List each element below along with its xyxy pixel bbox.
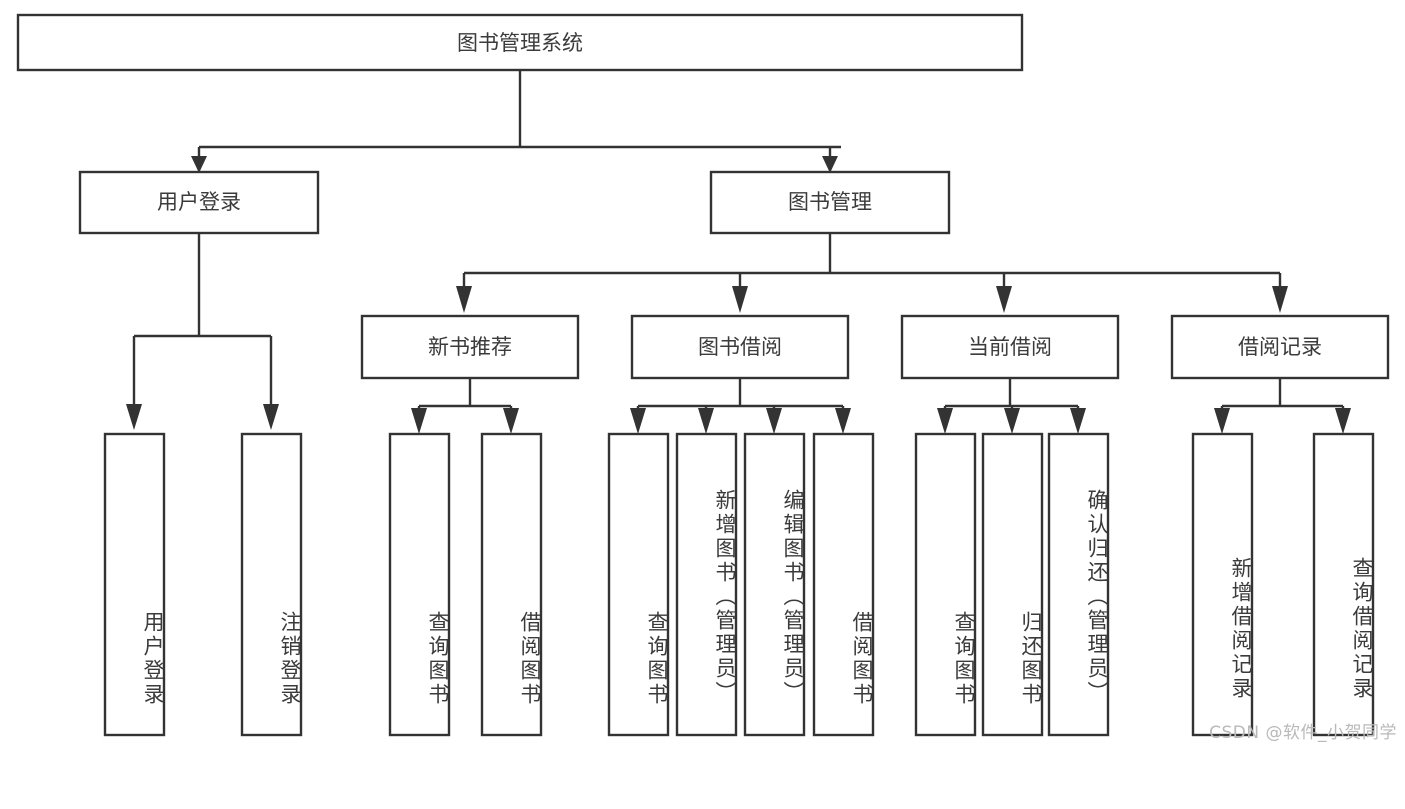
flowchart-canvas: 图书管理系统 用户登录 图书管理 新书推荐 图书借阅 当前借阅 借阅记录 xyxy=(16,13,1390,737)
node-box-leaf-borrow-book-1[interactable] xyxy=(480,432,543,737)
node-box-leaf-user-logout[interactable] xyxy=(240,432,303,737)
arrow-head-leaf-user-login xyxy=(126,404,142,430)
arrow-head-book-manage xyxy=(822,156,838,173)
csdn-watermark: CSDN @软件_小贺同学 xyxy=(1209,723,1397,743)
arrow-head-leaf-return-book xyxy=(1004,408,1020,434)
node-box-current-borrow[interactable] xyxy=(900,314,1120,380)
node-box-leaf-query-book-2[interactable] xyxy=(607,432,670,737)
node-label-book-borrow: 图书借阅 xyxy=(698,335,782,359)
node-box-leaf-user-login[interactable] xyxy=(103,432,166,737)
node-box-new-book-rec[interactable] xyxy=(360,314,580,380)
arrow-head-leaf-borrow-book-1 xyxy=(503,408,519,434)
node-box-leaf-add-record[interactable] xyxy=(1191,432,1254,737)
arrow-head-new-book-rec xyxy=(456,286,472,313)
connector-group-borrow-record xyxy=(1214,378,1351,434)
node-label-new-book-rec: 新书推荐 xyxy=(428,335,512,359)
node-label-book-manage: 图书管理 xyxy=(788,190,872,214)
node-box-leaf-borrow-book-2[interactable] xyxy=(812,432,875,737)
arrow-head-leaf-user-logout xyxy=(263,404,279,430)
connector-group-current-borrow xyxy=(937,378,1086,434)
connector-group-root xyxy=(191,70,841,173)
node-label-borrow-record: 借阅记录 xyxy=(1238,335,1322,359)
arrow-head-leaf-query-book-2 xyxy=(630,408,646,434)
arrow-head-leaf-add-record xyxy=(1214,408,1230,434)
connector-group-user-login xyxy=(126,233,279,430)
node-label-root: 图书管理系统 xyxy=(457,31,583,55)
node-box-user-login[interactable] xyxy=(78,170,320,235)
arrow-head-leaf-add-book xyxy=(698,408,714,434)
node-label-user-login: 用户登录 xyxy=(157,190,241,214)
connector-group-book-borrow xyxy=(630,378,851,434)
node-box-leaf-query-book-3[interactable] xyxy=(914,432,977,737)
node-box-leaf-add-book[interactable] xyxy=(675,432,738,737)
node-box-leaf-query-record[interactable] xyxy=(1312,432,1375,737)
arrow-head-leaf-query-book-1 xyxy=(411,408,427,434)
node-box-leaf-return-book[interactable] xyxy=(981,432,1044,737)
node-label-current-borrow: 当前借阅 xyxy=(968,335,1052,359)
arrow-head-leaf-confirm-return xyxy=(1070,408,1086,434)
node-box-borrow-record[interactable] xyxy=(1170,314,1390,380)
diagram-root: 图书管理系统 用户登录 图书管理 新书推荐 图书借阅 当前借阅 借阅记录 用户登… xyxy=(16,13,1397,743)
arrow-head-leaf-query-record xyxy=(1335,408,1351,434)
connector-group-book-manage xyxy=(456,233,1288,313)
arrow-head-user-login xyxy=(191,156,207,173)
arrow-head-book-borrow xyxy=(732,286,748,313)
arrow-head-leaf-borrow-book-2 xyxy=(835,408,851,434)
arrow-head-current-borrow xyxy=(996,286,1012,313)
node-box-book-borrow[interactable] xyxy=(630,314,850,380)
node-box-leaf-query-book-1[interactable] xyxy=(388,432,451,737)
arrow-head-leaf-query-book-3 xyxy=(937,408,953,434)
arrow-head-borrow-record xyxy=(1272,286,1288,313)
node-box-root[interactable] xyxy=(16,13,1024,72)
node-box-leaf-confirm-return[interactable] xyxy=(1047,432,1110,737)
node-box-leaf-edit-book[interactable] xyxy=(743,432,806,737)
connector-group-new-book-rec xyxy=(411,378,519,434)
arrow-head-leaf-edit-book xyxy=(766,408,782,434)
node-box-book-manage[interactable] xyxy=(709,170,951,235)
